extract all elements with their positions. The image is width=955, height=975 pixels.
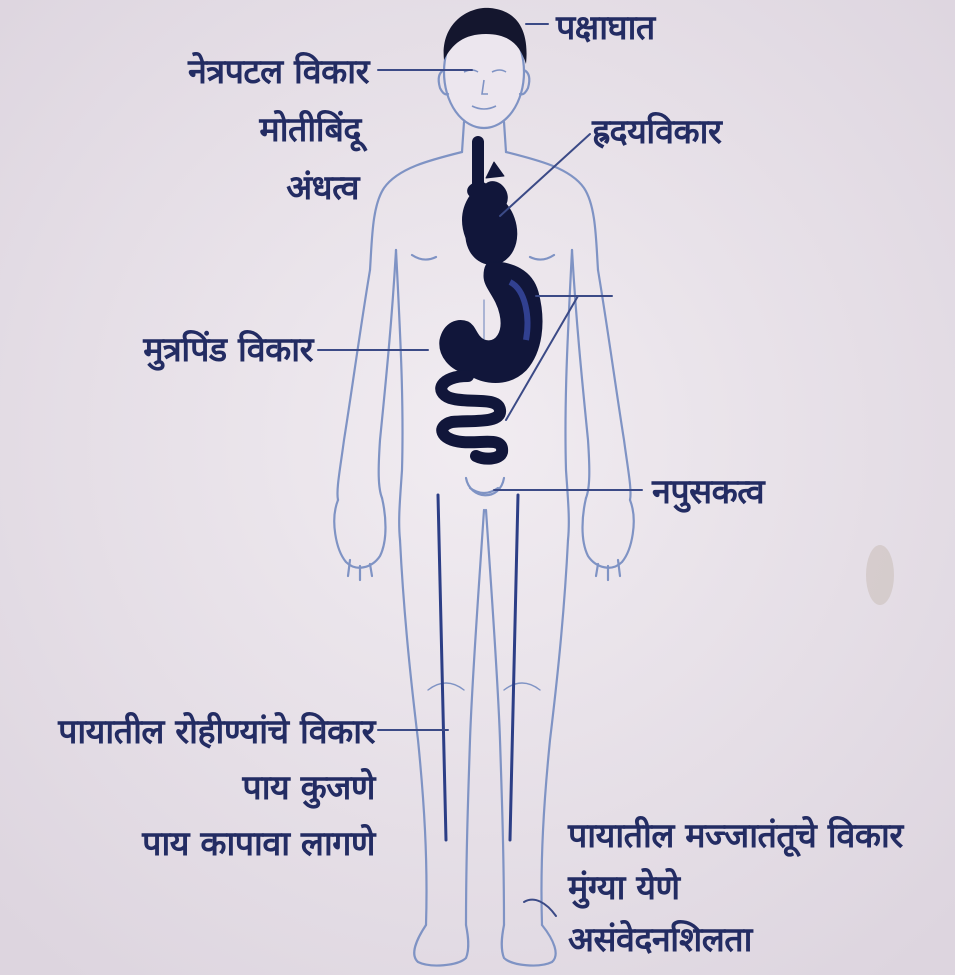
label-blindness: अंधत्व: [286, 168, 359, 208]
stain: [866, 545, 894, 605]
label-numbness: असंवेदनशिलता: [568, 920, 752, 960]
label-retina-disorder: नेत्रपटल विकार: [188, 52, 369, 92]
label-paralysis: पक्षाघात: [556, 8, 655, 48]
label-gangrene: पाय कुजणे: [242, 768, 375, 808]
label-cataract: मोतीबिंदू: [259, 110, 361, 150]
label-heart-disease: ह्रदयविकार: [592, 112, 721, 152]
label-leg-nerve-disease: पायातील मज्जातंतूचे विकार: [568, 816, 903, 856]
label-impotence: नपुसकत्व: [652, 472, 764, 512]
label-kidney-disease: मुत्रपिंड विकार: [143, 330, 313, 370]
label-leg-artery-disease: पायातील रोहीण्यांचे विकार: [58, 712, 375, 752]
label-tingling: मुंग्या येणे: [568, 868, 680, 908]
label-amputation: पाय कापावा लागणे: [142, 824, 375, 864]
